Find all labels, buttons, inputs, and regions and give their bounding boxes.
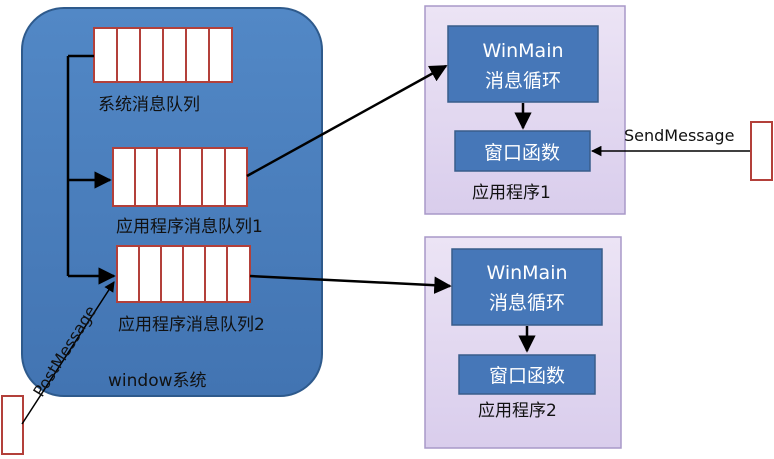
app-message-queue-1-label: 应用程序消息队列1	[116, 217, 263, 237]
app1-winmain-block	[447, 25, 599, 103]
app1-winmain-title: WinMain	[482, 40, 563, 62]
send-message-source	[750, 121, 773, 181]
app2-winmain-block	[451, 248, 603, 326]
app-message-queue-1	[112, 147, 248, 207]
app1-window-proc-label: 窗口函数	[484, 142, 560, 164]
system-message-queue-label: 系统消息队列	[98, 95, 200, 115]
queue2-to-app2-arrow	[249, 274, 452, 294]
app-message-queue-2-label: 应用程序消息队列2	[118, 315, 265, 335]
post-message-source	[1, 395, 24, 455]
app2-window-proc-block	[458, 354, 596, 395]
dispatch-bracket	[66, 54, 116, 285]
app-message-queue-2	[116, 245, 251, 303]
send-message-label: SendMessage	[624, 126, 734, 145]
app2-window-proc-label: 窗口函数	[489, 365, 565, 387]
app1-window-proc-block	[454, 130, 591, 172]
window-system-label: window系统	[108, 371, 207, 391]
application-2-label: 应用程序2	[478, 401, 557, 421]
app1-message-loop-title: 消息循环	[485, 70, 561, 92]
queue1-to-app1-arrow	[246, 64, 448, 178]
system-message-queue	[93, 27, 233, 83]
application-1-label: 应用程序1	[472, 183, 551, 203]
app2-winmain-title: WinMain	[486, 262, 567, 284]
app2-message-loop-title: 消息循环	[489, 292, 565, 314]
post-message-arrow	[21, 281, 115, 425]
